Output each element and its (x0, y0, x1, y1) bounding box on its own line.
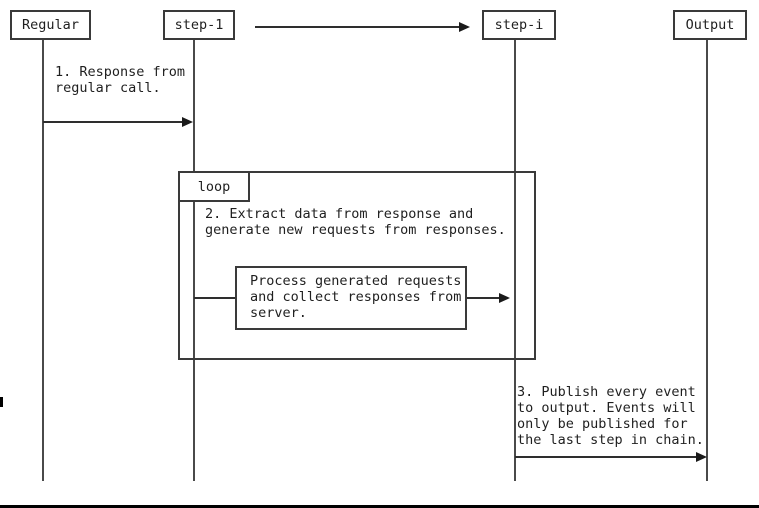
arrow-head-icon (499, 293, 510, 303)
message-3-text: 3. Publish every event to output. Events… (517, 384, 704, 448)
participant-output-label: Output (685, 17, 735, 33)
lifeline-regular (42, 40, 44, 481)
lifeline-step-i (514, 40, 516, 481)
message-1-text: 1. Response from regular call. (55, 64, 186, 96)
participant-output: Output (673, 10, 747, 40)
process-in-line (194, 297, 235, 299)
left-edge-mark (0, 397, 3, 407)
participant-step-i: step-i (482, 10, 556, 40)
chain-arrow (255, 22, 470, 32)
message-2-text: 2. Extract data from response and genera… (205, 206, 506, 238)
lifeline-step-1 (193, 40, 195, 481)
process-box: Process generated requests and collect r… (235, 266, 467, 330)
bottom-border-line (0, 505, 759, 508)
participant-regular: Regular (10, 10, 91, 40)
arrow-head-icon (696, 452, 707, 462)
participant-step-i-label: step-i (494, 17, 544, 33)
participant-regular-label: Regular (22, 17, 79, 33)
loop-frame (178, 171, 536, 360)
process-out-arrow (467, 293, 510, 303)
arrow-head-icon (182, 117, 193, 127)
lifeline-output (706, 40, 708, 481)
loop-label: loop (178, 171, 250, 202)
message-3-arrow (515, 452, 707, 462)
participant-step-1: step-1 (163, 10, 235, 40)
message-1-arrow (43, 117, 193, 127)
loop-label-text: loop (197, 178, 231, 195)
arrow-head-icon (459, 22, 470, 32)
participant-step-1-label: step-1 (174, 17, 224, 33)
